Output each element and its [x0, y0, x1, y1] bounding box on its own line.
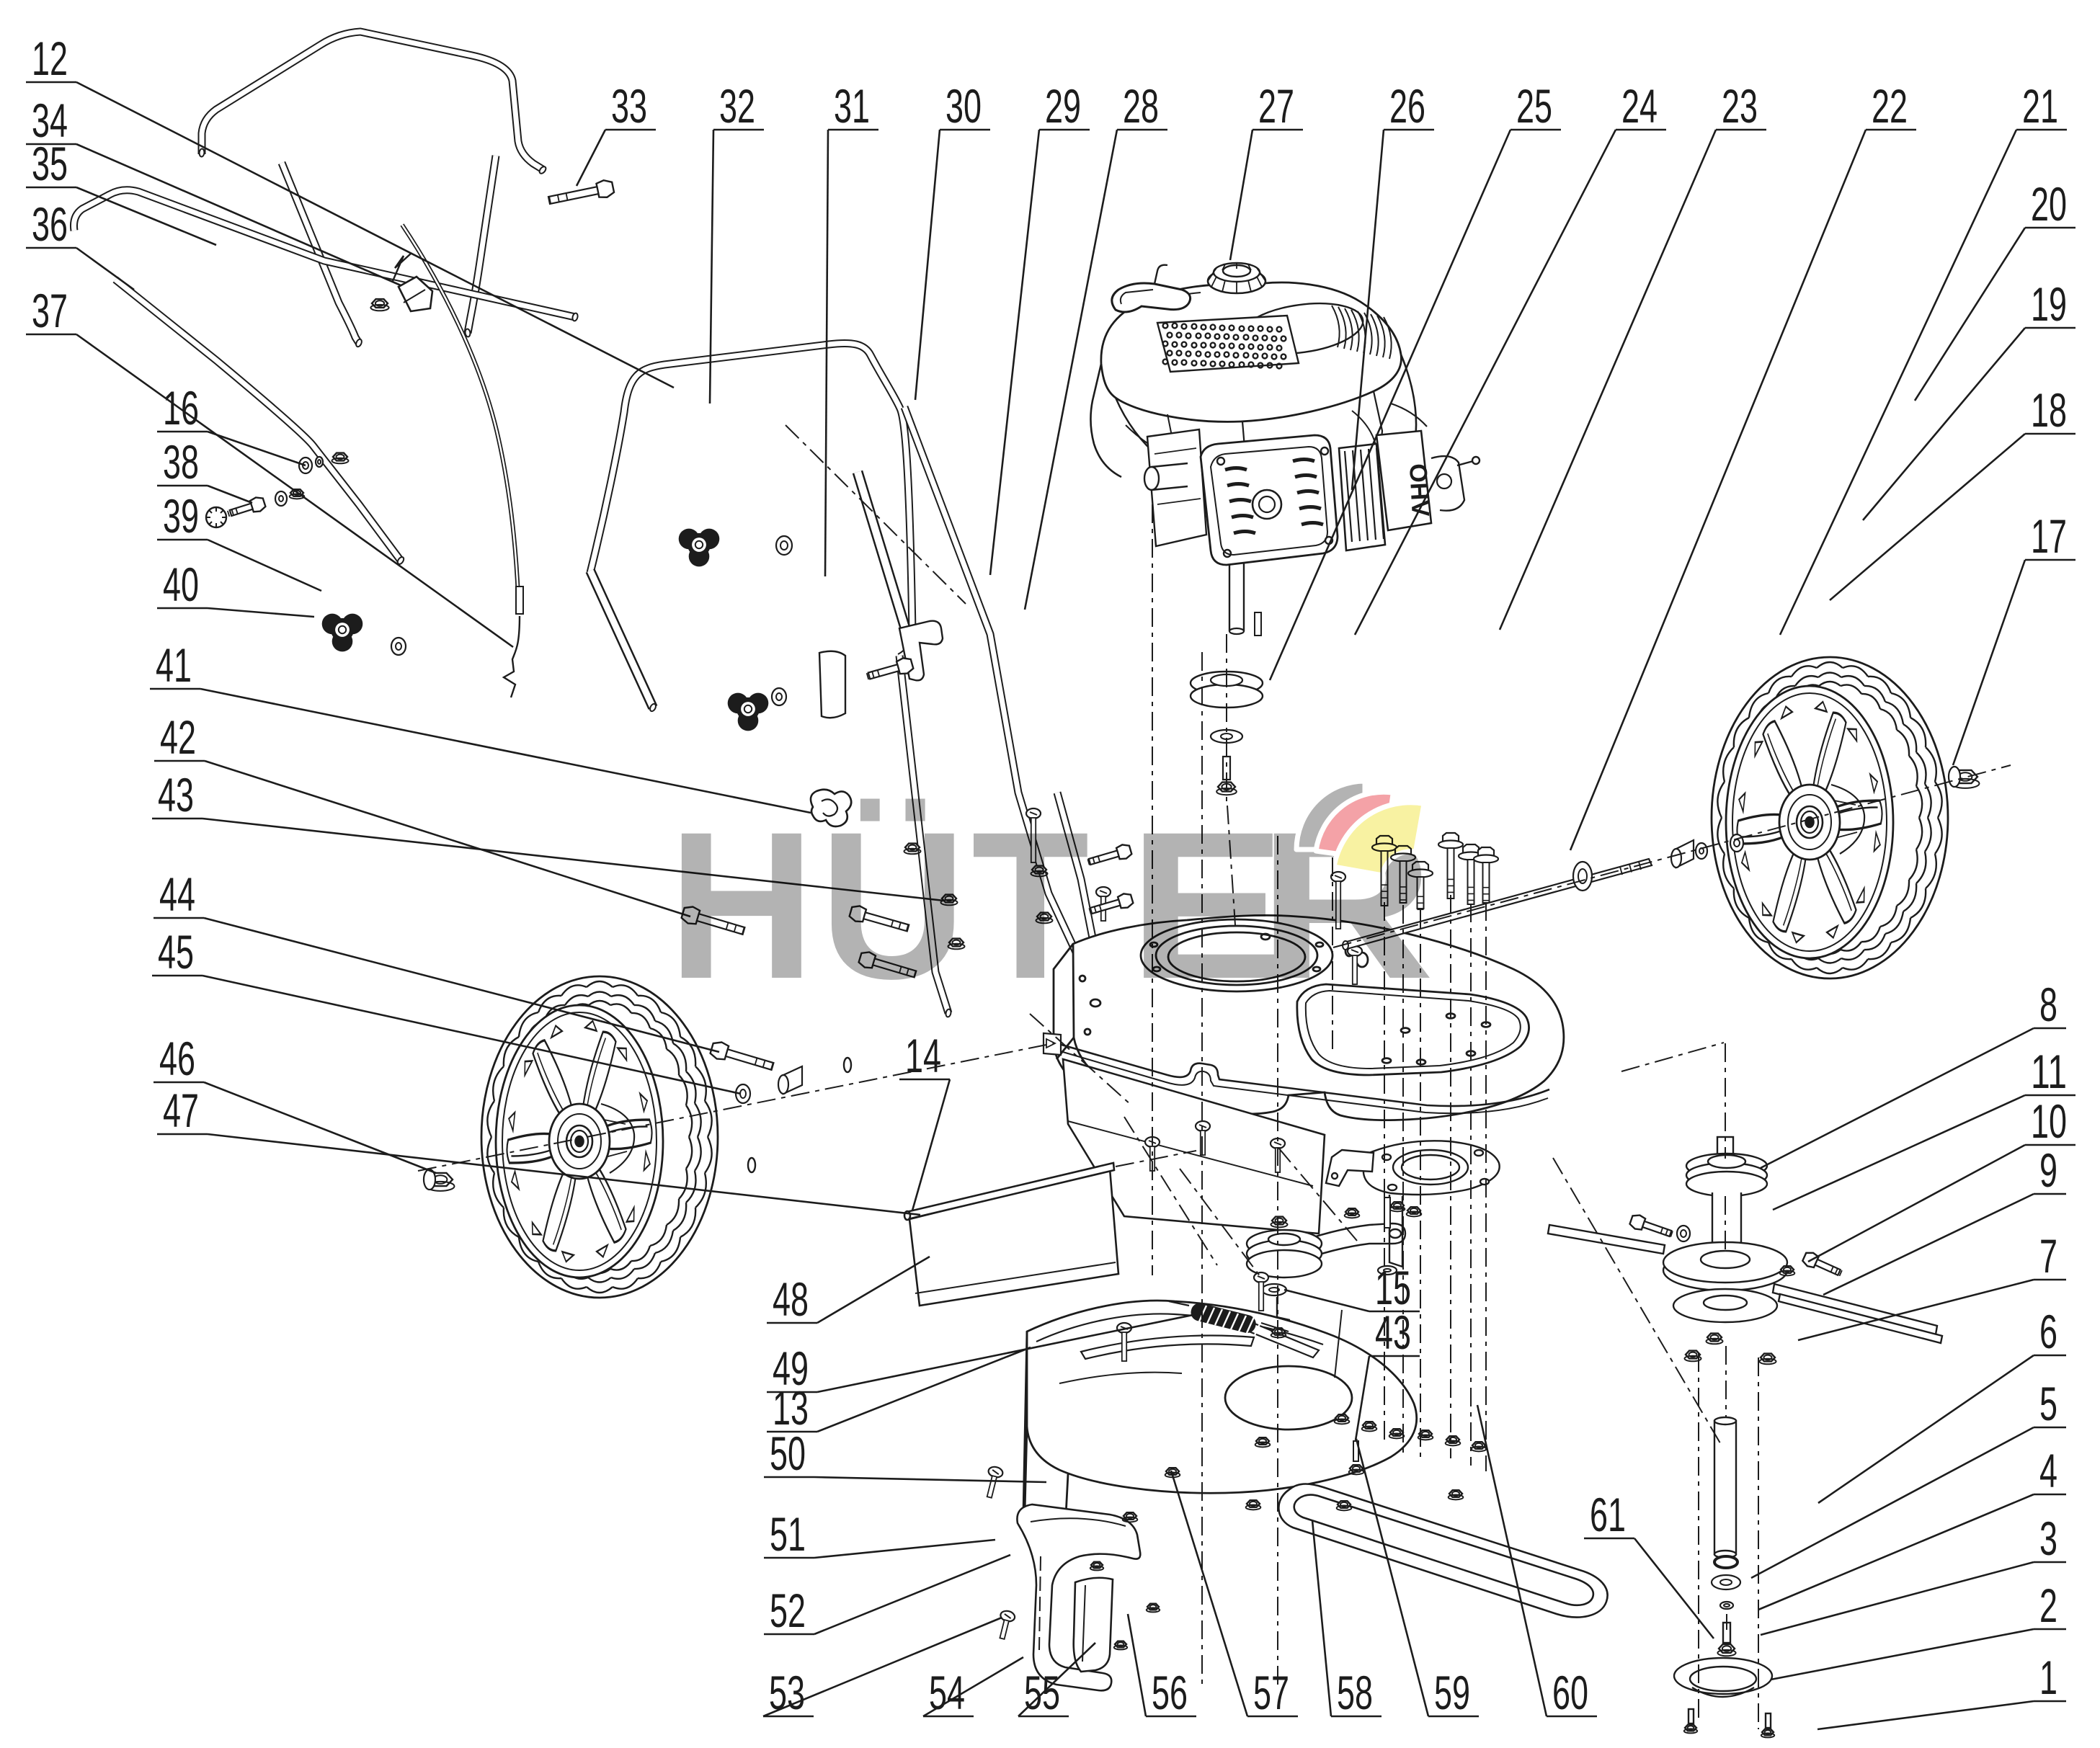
svg-text:58: 58 [1337, 1666, 1373, 1719]
svg-text:4: 4 [2039, 1444, 2057, 1497]
svg-text:46: 46 [159, 1032, 195, 1085]
svg-text:T: T [971, 789, 1090, 1023]
svg-text:15: 15 [1375, 1261, 1411, 1314]
svg-text:23: 23 [1722, 79, 1758, 133]
svg-text:52: 52 [770, 1584, 806, 1637]
svg-text:19: 19 [2031, 277, 2067, 331]
svg-text:54: 54 [929, 1666, 965, 1719]
svg-text:33: 33 [611, 79, 647, 133]
svg-text:E: E [1128, 788, 1286, 1022]
svg-text:47: 47 [163, 1084, 199, 1137]
svg-text:37: 37 [32, 284, 68, 337]
svg-text:26: 26 [1389, 79, 1425, 133]
svg-text:45: 45 [158, 925, 194, 978]
svg-text:41: 41 [156, 638, 192, 692]
svg-text:12: 12 [32, 32, 68, 85]
svg-text:13: 13 [773, 1381, 809, 1435]
svg-text:60: 60 [1552, 1666, 1588, 1719]
svg-text:40: 40 [163, 558, 199, 611]
svg-text:18: 18 [2031, 383, 2067, 437]
svg-text:42: 42 [160, 710, 196, 764]
svg-text:35: 35 [32, 137, 68, 190]
svg-text:3: 3 [2039, 1512, 2057, 1565]
svg-text:28: 28 [1123, 79, 1159, 133]
svg-text:25: 25 [1516, 79, 1552, 133]
svg-text:5: 5 [2039, 1377, 2057, 1430]
svg-text:53: 53 [769, 1666, 805, 1719]
svg-text:39: 39 [163, 489, 199, 543]
svg-text:32: 32 [719, 79, 755, 133]
svg-text:30: 30 [946, 79, 982, 133]
svg-text:16: 16 [163, 381, 199, 434]
svg-text:44: 44 [159, 868, 195, 921]
svg-text:29: 29 [1045, 79, 1081, 133]
svg-text:21: 21 [2022, 79, 2058, 133]
svg-text:34: 34 [32, 94, 68, 147]
svg-text:38: 38 [163, 435, 199, 489]
svg-text:14: 14 [905, 1029, 941, 1082]
svg-text:57: 57 [1253, 1666, 1289, 1719]
svg-text:24: 24 [1621, 79, 1658, 133]
svg-text:36: 36 [32, 197, 68, 251]
svg-text:H: H [668, 788, 815, 1022]
svg-text:50: 50 [770, 1427, 806, 1480]
svg-text:1: 1 [2039, 1651, 2057, 1704]
svg-text:Ü: Ü [819, 788, 966, 1022]
svg-text:27: 27 [1258, 79, 1294, 133]
svg-text:43: 43 [1375, 1306, 1411, 1359]
svg-text:43: 43 [158, 768, 194, 821]
svg-text:51: 51 [770, 1507, 806, 1561]
svg-text:6: 6 [2039, 1305, 2057, 1358]
svg-text:20: 20 [2031, 177, 2067, 231]
svg-text:56: 56 [1152, 1666, 1188, 1719]
svg-text:31: 31 [834, 79, 870, 133]
svg-text:2: 2 [2039, 1579, 2057, 1632]
svg-text:10: 10 [2031, 1094, 2067, 1148]
svg-text:7: 7 [2039, 1229, 2057, 1283]
svg-text:48: 48 [773, 1272, 809, 1326]
svg-text:8: 8 [2039, 978, 2057, 1031]
svg-text:49: 49 [773, 1342, 809, 1395]
svg-text:59: 59 [1434, 1666, 1470, 1719]
svg-text:11: 11 [2031, 1045, 2067, 1098]
svg-text:17: 17 [2031, 509, 2067, 563]
svg-text:9: 9 [2039, 1143, 2057, 1197]
svg-text:22: 22 [1872, 79, 1908, 133]
svg-text:61: 61 [1590, 1488, 1626, 1541]
